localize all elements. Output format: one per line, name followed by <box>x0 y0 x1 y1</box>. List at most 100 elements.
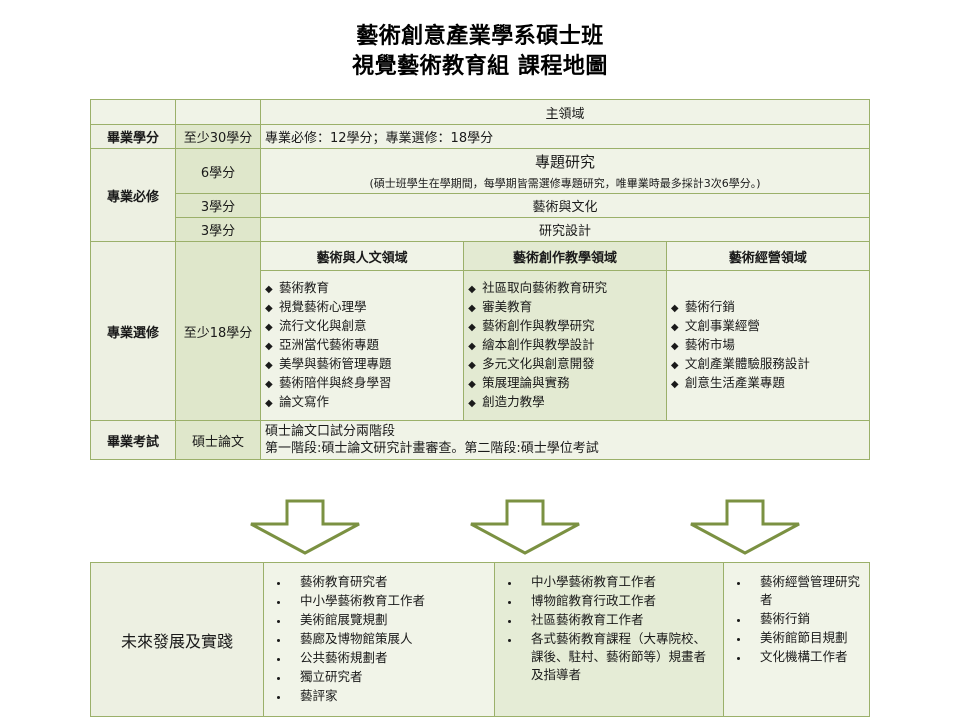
list-item: 獨立研究者 <box>290 668 488 686</box>
diamond-bullet-icon: ◆ <box>265 379 273 390</box>
page-title: 藝術創意產業學系碩士班 視覺藝術教育組 課程地圖 <box>0 0 960 82</box>
list-item: 藝術行銷 <box>750 610 863 628</box>
list-item: 藝術教育研究者 <box>290 573 488 591</box>
diamond-bullet-icon: ◆ <box>265 303 273 314</box>
elective-areas-table: 藝術與人文領域 藝術創作教學領域 藝術經營領域 ◆藝術教育◆視覺藝術心理學◆流行… <box>261 242 869 420</box>
row-label-elective: 專業選修 <box>90 241 176 421</box>
required-course-1: 專題研究 (碩士班學生在學期間，每學期皆需選修專題研究，唯畢業時最多採計3次6學… <box>260 148 870 194</box>
list-item: 中小學藝術教育工作者 <box>521 573 717 591</box>
table-row-graduation-credits: 畢業學分 至少30學分 專業必修：12學分；專業選修：18學分 <box>90 124 870 149</box>
down-arrow-icon-2 <box>465 498 585 556</box>
exam-detail-line-2: 第一階段:碩士論文研究計畫審查。第二階段:碩士學位考試 <box>265 441 599 456</box>
list-item-label: 創意生活產業專題 <box>684 375 785 390</box>
table-row-required-1: 專業必修 6學分 專題研究 (碩士班學生在學期間，每學期皆需選修專題研究，唯畢業… <box>90 148 870 242</box>
list-item: ◆ 文創事業經營 <box>671 317 865 336</box>
course-list-3: ◆藝術行銷◆文創事業經營◆藝術市場◆文創產業體驗服務設計◆創意生活產業專題 <box>671 298 865 393</box>
table-row-exam: 畢業考試 碩士論文 碩士論文口試分兩階段 第一階段:碩士論文研究計畫審查。第二階… <box>90 420 870 460</box>
list-item-label: 藝術創作與教學研究 <box>482 318 595 333</box>
list-item-label: 美學與藝術管理專題 <box>279 356 392 371</box>
list-item-label: 審美教育 <box>482 299 533 314</box>
list-item-label: 社區取向藝術教育研究 <box>482 280 608 295</box>
diamond-bullet-icon: ◆ <box>265 284 273 295</box>
list-item: 社區藝術教育工作者 <box>521 611 717 629</box>
diamond-bullet-icon: ◆ <box>468 322 476 333</box>
graduation-credits-detail: 專業必修：12學分；專業選修：18學分 <box>260 124 870 149</box>
main-domain-header: 主領域 <box>260 99 870 125</box>
diamond-bullet-icon: ◆ <box>468 398 476 409</box>
list-item: ◆文創產業體驗服務設計 <box>671 355 865 374</box>
credit-value-elective: 至少18學分 <box>175 241 261 421</box>
row-label-graduation-credits: 畢業學分 <box>90 124 176 149</box>
list-item-label: 繪本創作與教學設計 <box>482 337 595 352</box>
list-item: ◆ 審美教育 <box>468 298 662 317</box>
list-item-label: 亞洲當代藝術專題 <box>279 337 380 352</box>
credit-value-required-3: 3學分 <box>175 217 261 242</box>
required-course-3-name: 研究設計 <box>260 217 870 242</box>
list-item-label: 文創產業體驗服務設計 <box>684 356 810 371</box>
outcomes-row: 未來發展及實踐 藝術教育研究者中小學藝術教育工作者美術館展覽規劃藝廊及博物館策展… <box>90 562 870 717</box>
list-item: ◆亞洲當代藝術專題 <box>265 336 459 355</box>
exam-type: 碩士論文 <box>175 420 261 460</box>
outcome-list-1: 藝術教育研究者中小學藝術教育工作者美術館展覽規劃藝廊及博物館策展人公共藝術規劃者… <box>274 573 488 705</box>
diamond-bullet-icon: ◆ <box>468 379 476 390</box>
list-item: ◆ 藝術教育 <box>265 279 459 298</box>
area-header-1: 藝術與人文領域 <box>261 242 465 271</box>
page-title-line-2: 視覺藝術教育組 課程地圖 <box>352 54 608 79</box>
list-item: 公共藝術規劃者 <box>290 649 488 667</box>
list-item: ◆論文寫作 <box>265 393 459 412</box>
area-courses-2: ◆社區取向藝術教育研究◆審美教育◆藝術創作與教學研究◆繪本創作與教學設計◆多元文… <box>463 270 667 420</box>
exam-detail: 碩士論文口試分兩階段 第一階段:碩士論文研究計畫審查。第二階段:碩士學位考試 <box>260 420 870 460</box>
list-item: ◆ 創意生活產業專題 <box>671 374 865 393</box>
outcomes-column-1: 藝術教育研究者中小學藝術教育工作者美術館展覽規劃藝廊及博物館策展人公共藝術規劃者… <box>263 562 495 717</box>
diamond-bullet-icon: ◆ <box>670 322 679 333</box>
list-item: ◆ 藝術陪伴與終身學習 <box>265 374 459 393</box>
table-row-elective: 專業選修 至少18學分 藝術與人文領域 藝術創作教學領域 藝術經營領域 ◆藝術教… <box>90 241 870 421</box>
diamond-bullet-icon: ◆ <box>670 379 679 390</box>
course-list-1: ◆藝術教育◆視覺藝術心理學◆流行文化與創意◆亞洲當代藝術專題◆美學與藝術管理專題… <box>265 279 459 412</box>
row-label-exam: 畢業考試 <box>90 420 176 460</box>
list-item-label: 藝術教育 <box>279 280 330 295</box>
list-item-label: 藝術行銷 <box>684 299 735 314</box>
table-row-main-domain-header: 主領域 <box>90 99 870 125</box>
diamond-bullet-icon: ◆ <box>670 341 679 352</box>
list-item: 文化機構工作者 <box>750 648 863 666</box>
outcomes-column-2: 中小學藝術教育工作者博物館教育行政工作者社區藝術教育工作者各式藝術教育課程（大專… <box>494 562 724 717</box>
curriculum-table: 主領域 畢業學分 至少30學分 專業必修：12學分；專業選修：18學分 專業必修… <box>90 99 870 460</box>
area-header-3: 藝術經營領域 <box>665 242 869 271</box>
list-item-label: 流行文化與創意 <box>279 318 367 333</box>
list-item: ◆ 藝術創作與教學研究 <box>468 317 662 336</box>
list-item: 中小學藝術教育工作者 <box>290 592 488 610</box>
list-item: ◆ 創造力教學 <box>468 393 662 412</box>
list-item-label: 文創事業經營 <box>684 318 760 333</box>
list-item: ◆ 美學與藝術管理專題 <box>265 355 459 374</box>
list-item: ◆ 繪本創作與教學設計 <box>468 336 662 355</box>
list-item: 藝廊及博物館策展人 <box>290 630 488 648</box>
list-item: ◆社區取向藝術教育研究 <box>468 279 662 298</box>
list-item-label: 藝術陪伴與終身學習 <box>279 375 392 390</box>
credit-value-graduation: 至少30學分 <box>175 124 261 149</box>
arrow-row <box>90 498 870 556</box>
list-item: ◆藝術市場 <box>671 336 865 355</box>
page-title-line-1: 藝術創意產業學系碩士班 <box>356 24 604 49</box>
elective-areas-container: 藝術與人文領域 藝術創作教學領域 藝術經營領域 ◆藝術教育◆視覺藝術心理學◆流行… <box>260 241 870 421</box>
outcomes-column-3: 藝術經營管理研究者藝術行銷美術館節目規劃文化機構工作者 <box>723 562 870 717</box>
table-row-required-2: 3學分 藝術與文化 <box>91 193 870 218</box>
list-item: ◆藝術行銷 <box>671 298 865 317</box>
list-item: ◆策展理論與實務 <box>468 374 662 393</box>
list-item: 美術館展覽規劃 <box>290 611 488 629</box>
list-item-label: 創造力教學 <box>482 394 545 409</box>
area-courses-3: ◆藝術行銷◆文創事業經營◆藝術市場◆文創產業體驗服務設計◆創意生活產業專題 <box>666 270 869 420</box>
required-course-1-note: (碩士班學生在學期間，每學期皆需選修專題研究，唯畢業時最多採計3次6學分。) <box>369 177 761 190</box>
list-item: 博物館教育行政工作者 <box>521 592 717 610</box>
row-label-required: 專業必修 <box>90 148 176 242</box>
spacer-cell-a <box>90 99 176 125</box>
diamond-bullet-icon: ◆ <box>265 360 273 371</box>
diamond-bullet-icon: ◆ <box>468 341 476 352</box>
diamond-bullet-icon: ◆ <box>265 322 273 333</box>
credit-value-required-1: 6學分 <box>175 148 261 194</box>
required-course-1-name: 專題研究 <box>534 153 595 171</box>
diamond-bullet-icon: ◆ <box>468 303 476 314</box>
table-row-required-3: 3學分 研究設計 <box>91 217 870 242</box>
course-list-2: ◆社區取向藝術教育研究◆審美教育◆藝術創作與教學研究◆繪本創作與教學設計◆多元文… <box>468 279 662 412</box>
list-item: ◆多元文化與創意開發 <box>468 355 662 374</box>
